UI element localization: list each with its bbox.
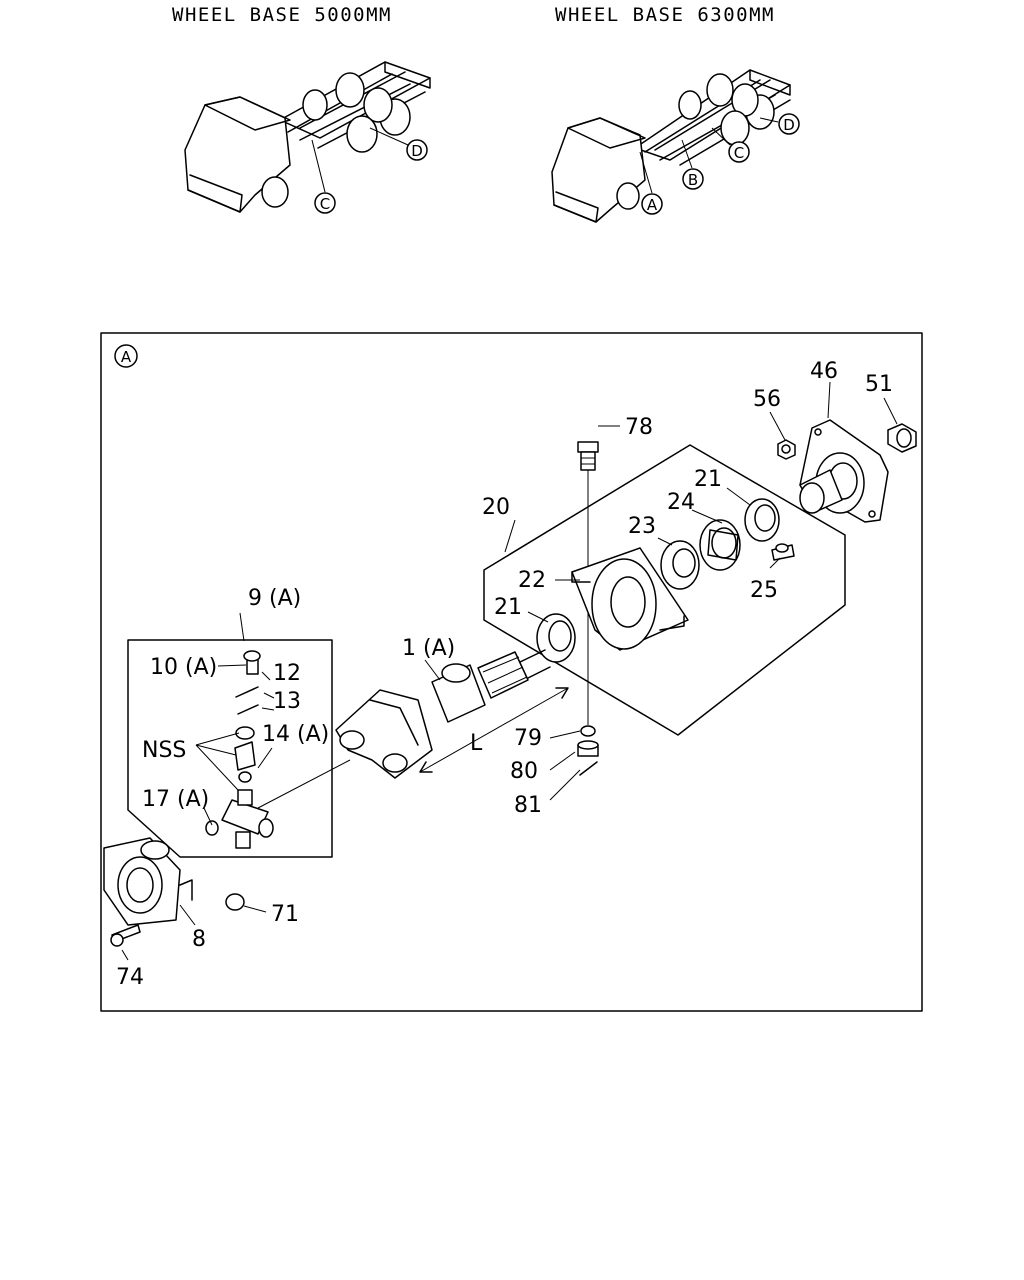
part-label-nss: NSS: [142, 738, 186, 763]
grease-nipple-25: [771, 543, 795, 561]
part-label-8: 8: [192, 927, 206, 952]
washer-79: [580, 725, 596, 737]
part-label-21-left: 21: [494, 595, 522, 620]
flange-46: [799, 419, 889, 523]
detail-view-a: A: [100, 332, 923, 1012]
marker-a-6300: A: [647, 196, 658, 214]
part-label-17a: 17 (A): [142, 787, 209, 812]
marker-b-6300: B: [688, 171, 698, 189]
part-label-80: 80: [510, 759, 538, 784]
spider-kit-outline: [127, 639, 333, 858]
spider-assembly: [205, 650, 274, 849]
slip-yoke: [335, 689, 433, 779]
marker-d-5000: D: [411, 142, 423, 160]
part-label-1a: 1 (A): [402, 636, 455, 661]
part-label-24: 24: [667, 490, 695, 515]
part-label-81: 81: [514, 793, 542, 818]
center-bearing-bracket: [571, 547, 689, 651]
detail-frame: [100, 332, 923, 1012]
part-label-79: 79: [514, 726, 542, 751]
dimension-label-l: L: [470, 731, 483, 756]
cushion-21-right: [744, 498, 780, 542]
cushion-21-left: [536, 613, 576, 663]
marker-c-5000: C: [320, 195, 330, 213]
nut-71: [225, 893, 245, 911]
marker-d-6300: D: [783, 116, 795, 134]
part-label-10a: 10 (A): [150, 655, 217, 680]
nut-51: [887, 423, 917, 453]
dimension-l-line: [419, 687, 569, 773]
part-label-14a: 14 (A): [262, 722, 329, 747]
part-label-13: 13: [273, 689, 301, 714]
part-label-78: 78: [625, 415, 653, 440]
detail-marker-a: A: [121, 348, 132, 366]
bearing-23: [660, 540, 700, 590]
shaft-1: [431, 649, 551, 723]
center-bearing-group-outline: [483, 444, 846, 736]
axis-centerline: [257, 759, 351, 809]
bolt-78: [577, 441, 599, 471]
truck-5000-illustration: C D: [184, 61, 431, 214]
part-label-51: 51: [865, 372, 893, 397]
part-label-71: 71: [271, 902, 299, 927]
wheel-base-6300-header: WHEEL BASE 6300MM: [555, 4, 775, 26]
truck-6300-illustration: A B C D: [551, 69, 800, 223]
part-label-9a: 9 (A): [248, 586, 301, 611]
marker-c-6300: C: [734, 144, 744, 162]
part-label-23: 23: [628, 514, 656, 539]
part-label-56: 56: [753, 387, 781, 412]
part-label-22: 22: [518, 568, 546, 593]
part-label-25: 25: [750, 578, 778, 603]
part-label-12: 12: [273, 661, 301, 686]
cotter-pin-81: [579, 761, 598, 776]
part-label-46: 46: [810, 359, 838, 384]
part-label-21-right: 21: [694, 467, 722, 492]
part-label-74: 74: [116, 965, 144, 990]
seal-24: [699, 519, 741, 571]
wheel-base-5000-header: WHEEL BASE 5000MM: [172, 4, 392, 26]
flange-yoke-8: [103, 837, 193, 926]
nut-56: [777, 439, 796, 460]
part-label-20: 20: [482, 495, 510, 520]
